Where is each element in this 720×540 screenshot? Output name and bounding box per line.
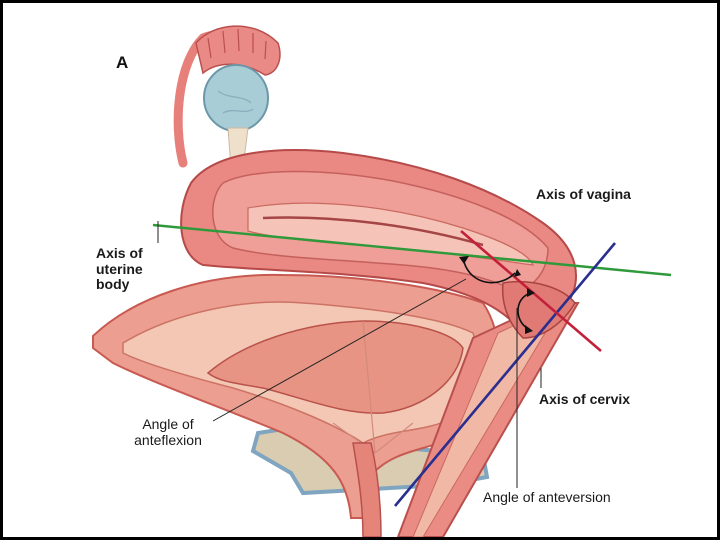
vagina-axis-label: Axis of vagina	[536, 187, 631, 203]
cervix-axis-label: Axis of cervix	[539, 392, 630, 408]
uterine-axis-label-line2: uterine	[96, 262, 143, 278]
ovary	[204, 65, 268, 131]
uterine-axis-label-line3: body	[96, 277, 143, 293]
anteflexion-label: Angle of anteflexion	[118, 417, 218, 448]
panel-label: A	[116, 53, 128, 73]
uterine-axis-label-line1: Axis of	[96, 246, 143, 262]
anteflexion-label-line1: Angle of	[118, 417, 218, 433]
anteversion-label: Angle of anteversion	[483, 490, 611, 506]
anteflexion-label-line2: anteflexion	[118, 433, 218, 449]
uterine-axis-label: Axis of uterine body	[96, 246, 143, 293]
slide: A Axis of uterine body Axis of vagina Ax…	[3, 3, 717, 537]
